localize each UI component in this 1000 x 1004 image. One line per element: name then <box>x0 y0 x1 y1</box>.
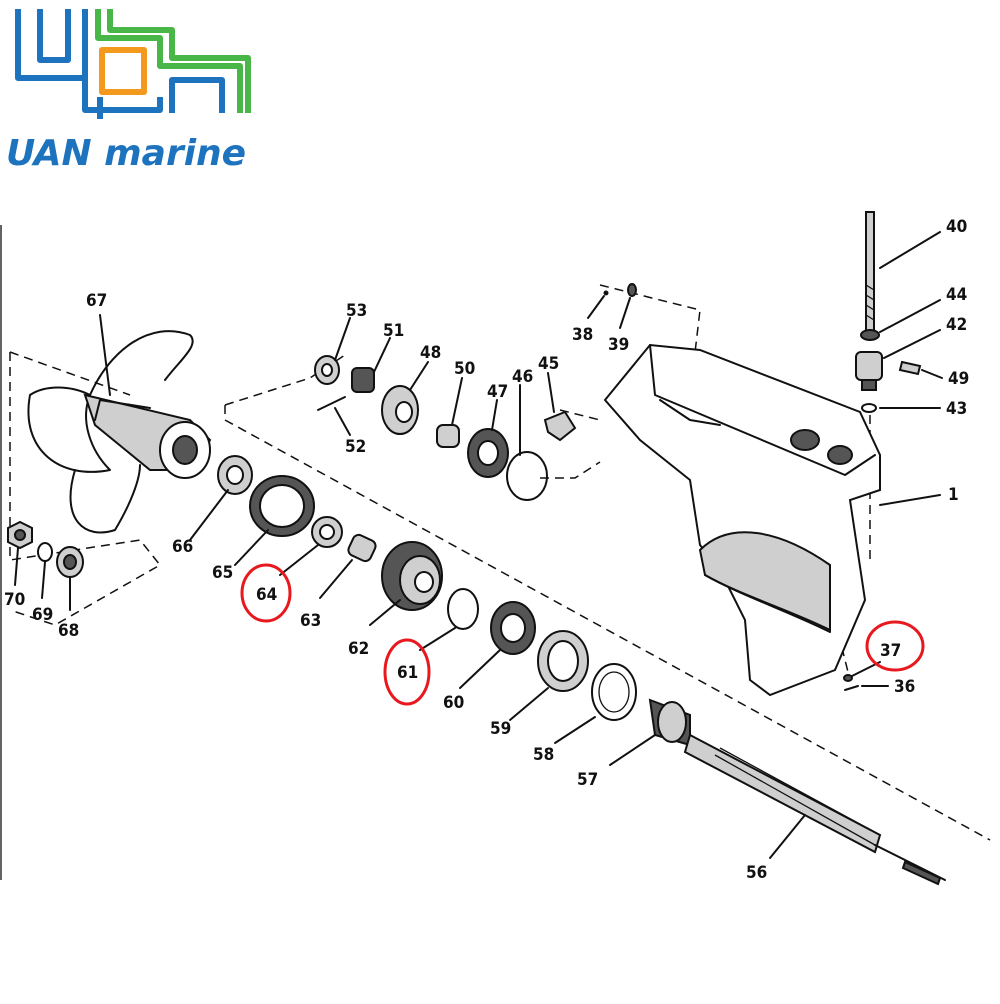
part-label-48: 47 <box>487 382 508 402</box>
part-label-52: 52 <box>345 437 366 457</box>
part-label-49: 48 <box>420 343 441 363</box>
part-label-64: 64 <box>256 585 277 605</box>
brand-logo: UAN marine <box>6 9 251 174</box>
gear-train <box>217 455 691 747</box>
part-label-60: 60 <box>443 693 464 713</box>
part-label-65: 65 <box>212 563 233 583</box>
logo-green-stroke <box>95 9 251 113</box>
part-label-36: 36 <box>894 677 915 697</box>
part-label-46: 45 <box>538 354 559 374</box>
part-label-45: 49 <box>948 369 969 389</box>
part-label-51: 51 <box>383 321 404 341</box>
highlight-circles <box>240 563 925 706</box>
part-label-42: 42 <box>946 315 967 335</box>
part-label-57: 57 <box>577 770 598 790</box>
part-label-68: 68 <box>58 621 79 641</box>
part-label-66: 66 <box>172 537 193 557</box>
propeller <box>27 330 212 534</box>
part-label-63: 63 <box>300 611 321 631</box>
highlight-circle-64 <box>240 563 292 623</box>
part-label-69: 69 <box>32 605 53 625</box>
part-label-40: 40 <box>946 217 967 237</box>
logo-blue-stroke <box>15 9 163 113</box>
propeller-shaft <box>683 733 946 886</box>
logo-orange-square <box>99 47 147 95</box>
part-label-38: 38 <box>572 325 593 345</box>
part-label-59: 59 <box>490 719 511 739</box>
part-label-62: 62 <box>348 639 369 659</box>
upper-parts <box>314 355 577 501</box>
part-label-70: 70 <box>4 590 25 610</box>
highlight-circle-61 <box>383 638 431 706</box>
highlight-circle-37 <box>865 620 925 672</box>
part-label-47: 46 <box>512 367 533 387</box>
part-label-44: 44 <box>946 285 967 305</box>
part-label-1: 1 <box>948 485 959 505</box>
shift-parts <box>603 211 922 691</box>
brand-name: UAN marine <box>6 133 246 174</box>
part-label-50: 50 <box>454 359 475 379</box>
logo-blue-n <box>97 77 225 119</box>
gearcase-housing <box>603 343 881 697</box>
part-label-56: 56 <box>746 863 767 883</box>
part-label-58: 58 <box>533 745 554 765</box>
part-label-53: 53 <box>346 301 367 321</box>
part-label-37: 37 <box>880 641 901 661</box>
leader-lines <box>14 231 943 859</box>
part-labels: 67 70 69 68 66 65 64 63 62 61 60 59 58 5… <box>4 217 969 883</box>
part-label-43: 43 <box>946 399 967 419</box>
prop-nut-assembly <box>7 520 84 578</box>
part-label-39: 39 <box>608 335 629 355</box>
part-label-67: 67 <box>86 291 107 311</box>
part-label-61: 61 <box>397 663 418 683</box>
